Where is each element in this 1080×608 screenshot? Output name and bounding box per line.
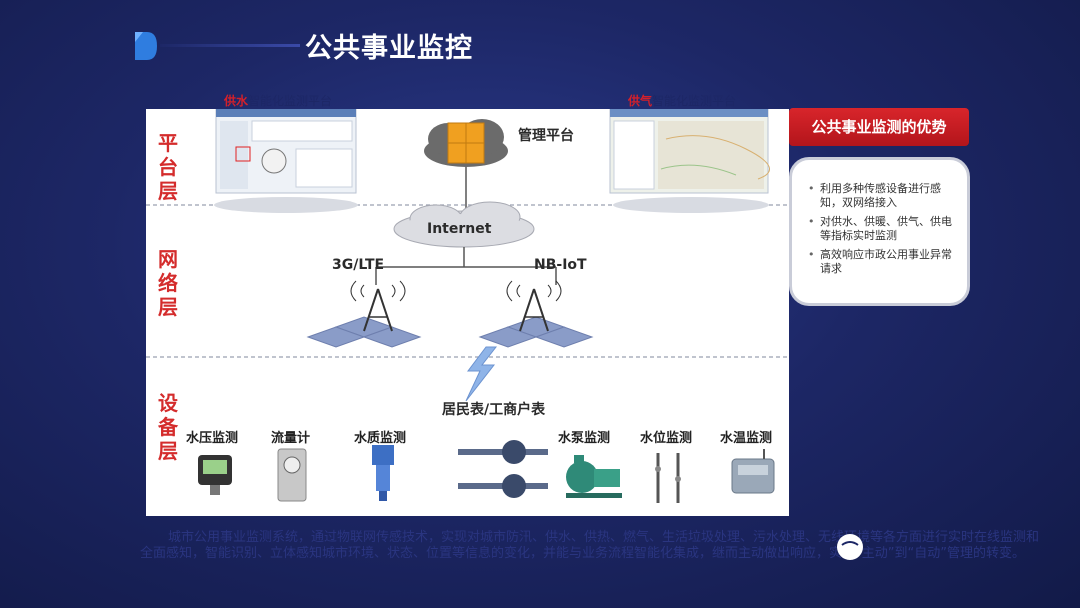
left-screen-highlight: 供水 (224, 94, 249, 108)
lte-label: 3G/LTE (332, 257, 385, 273)
right-screen-highlight: 供气 (628, 94, 653, 108)
device-layer-label: 设备层 (158, 391, 178, 463)
description-paragraph: 城市公用事业监测系统，通过物联网传感技术，实现对城市防汛、供水、供热、燃气、生活… (140, 530, 1040, 561)
right-screen-rest: 智能化监测平台 (652, 94, 737, 108)
advantage-item: 利用多种传感设备进行感知，双网络接入 (808, 182, 955, 210)
water-platform-screenshot (214, 109, 358, 213)
water-level-probe-icon (655, 453, 681, 503)
management-platform-label: 管理平台 (518, 128, 574, 144)
internet-cloud-icon (393, 201, 535, 248)
water-temperature-sensor-icon (731, 449, 775, 494)
lte-tower-icon (306, 280, 422, 348)
advantage-item: 对供水、供暖、供气、供电等指标实时监测 (808, 215, 955, 243)
network-layer-label: 网络层 (158, 247, 178, 319)
advantages-box: 利用多种传感设备进行感知，双网络接入 对供水、供暖、供气、供电等指标实时监测 高… (789, 157, 970, 306)
architecture-diagram: 平台层 网络层 设备层 管理平台 Internet 3G/LTE NB-IoT … (146, 109, 789, 516)
resident-meter-label: 居民表/工商户表 (442, 402, 546, 418)
wireless-signal-icon (465, 346, 498, 402)
device-label-pump: 水泵监测 (558, 431, 611, 446)
nbiot-tower-icon (478, 280, 594, 348)
nbiot-label: NB-IoT (534, 257, 587, 273)
advantages-list: 利用多种传感设备进行感知，双网络接入 对供水、供暖、供气、供电等指标实时监测 高… (808, 182, 955, 276)
advantage-item: 高效响应市政公用事业异常请求 (808, 248, 955, 276)
internet-label: Internet (427, 221, 492, 237)
platform-layer-label: 平台层 (158, 131, 178, 203)
logo-icon (135, 32, 157, 60)
diagram-graphics (146, 109, 789, 503)
water-pump-icon (566, 455, 622, 498)
right-screen-caption: 供气智能化监测平台 (628, 92, 736, 109)
device-label-quality: 水质监测 (354, 431, 407, 446)
cloud-icon (424, 119, 508, 167)
device-label-flow: 流量计 (271, 431, 311, 446)
left-screen-caption: 供水智能化监测平台 (224, 92, 332, 109)
device-label-pressure: 水压监测 (186, 431, 239, 446)
water-quality-sensor-icon (372, 445, 394, 501)
gas-platform-screenshot (609, 109, 770, 213)
round-badge-icon (837, 534, 863, 560)
pressure-gauge-icon (198, 455, 232, 495)
resident-meter-icon (458, 440, 548, 498)
left-screen-rest: 智能化监测平台 (248, 94, 333, 108)
flow-meter-icon (277, 448, 307, 502)
slide-title: 公共事业监控 (305, 33, 473, 64)
device-label-level: 水位监测 (640, 431, 693, 446)
advantages-header: 公共事业监测的优势 (789, 108, 969, 146)
title-accent-bar (160, 44, 300, 47)
device-label-temperature: 水温监测 (720, 431, 773, 446)
